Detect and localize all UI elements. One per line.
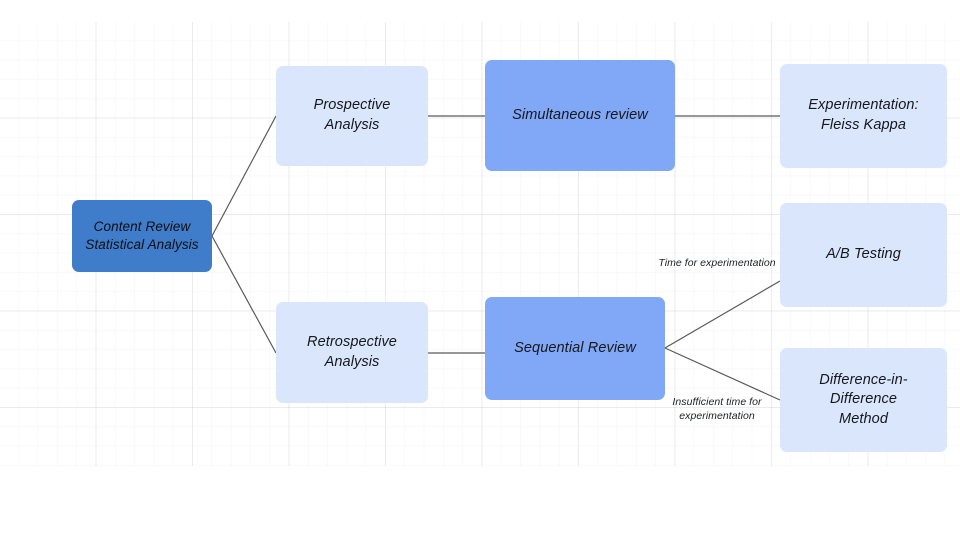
node-simultaneous[interactable]: Simultaneous review xyxy=(485,60,675,171)
node-root[interactable]: Content Review Statistical Analysis xyxy=(72,200,212,272)
edge-label-time-for-experimentation: Time for experimentation xyxy=(658,257,776,269)
node-did[interactable]: Difference-in-Difference Method xyxy=(780,348,947,452)
node-retrospective[interactable]: Retrospective Analysis xyxy=(276,302,428,403)
node-fleiss[interactable]: Experimentation: Fleiss Kappa xyxy=(780,64,947,168)
node-prospective[interactable]: Prospective Analysis xyxy=(276,66,428,166)
edge-label-insufficient-time: Insufficient time for experimentation xyxy=(672,396,762,422)
node-abtesting[interactable]: A/B Testing xyxy=(780,203,947,307)
node-sequential[interactable]: Sequential Review xyxy=(485,297,665,400)
